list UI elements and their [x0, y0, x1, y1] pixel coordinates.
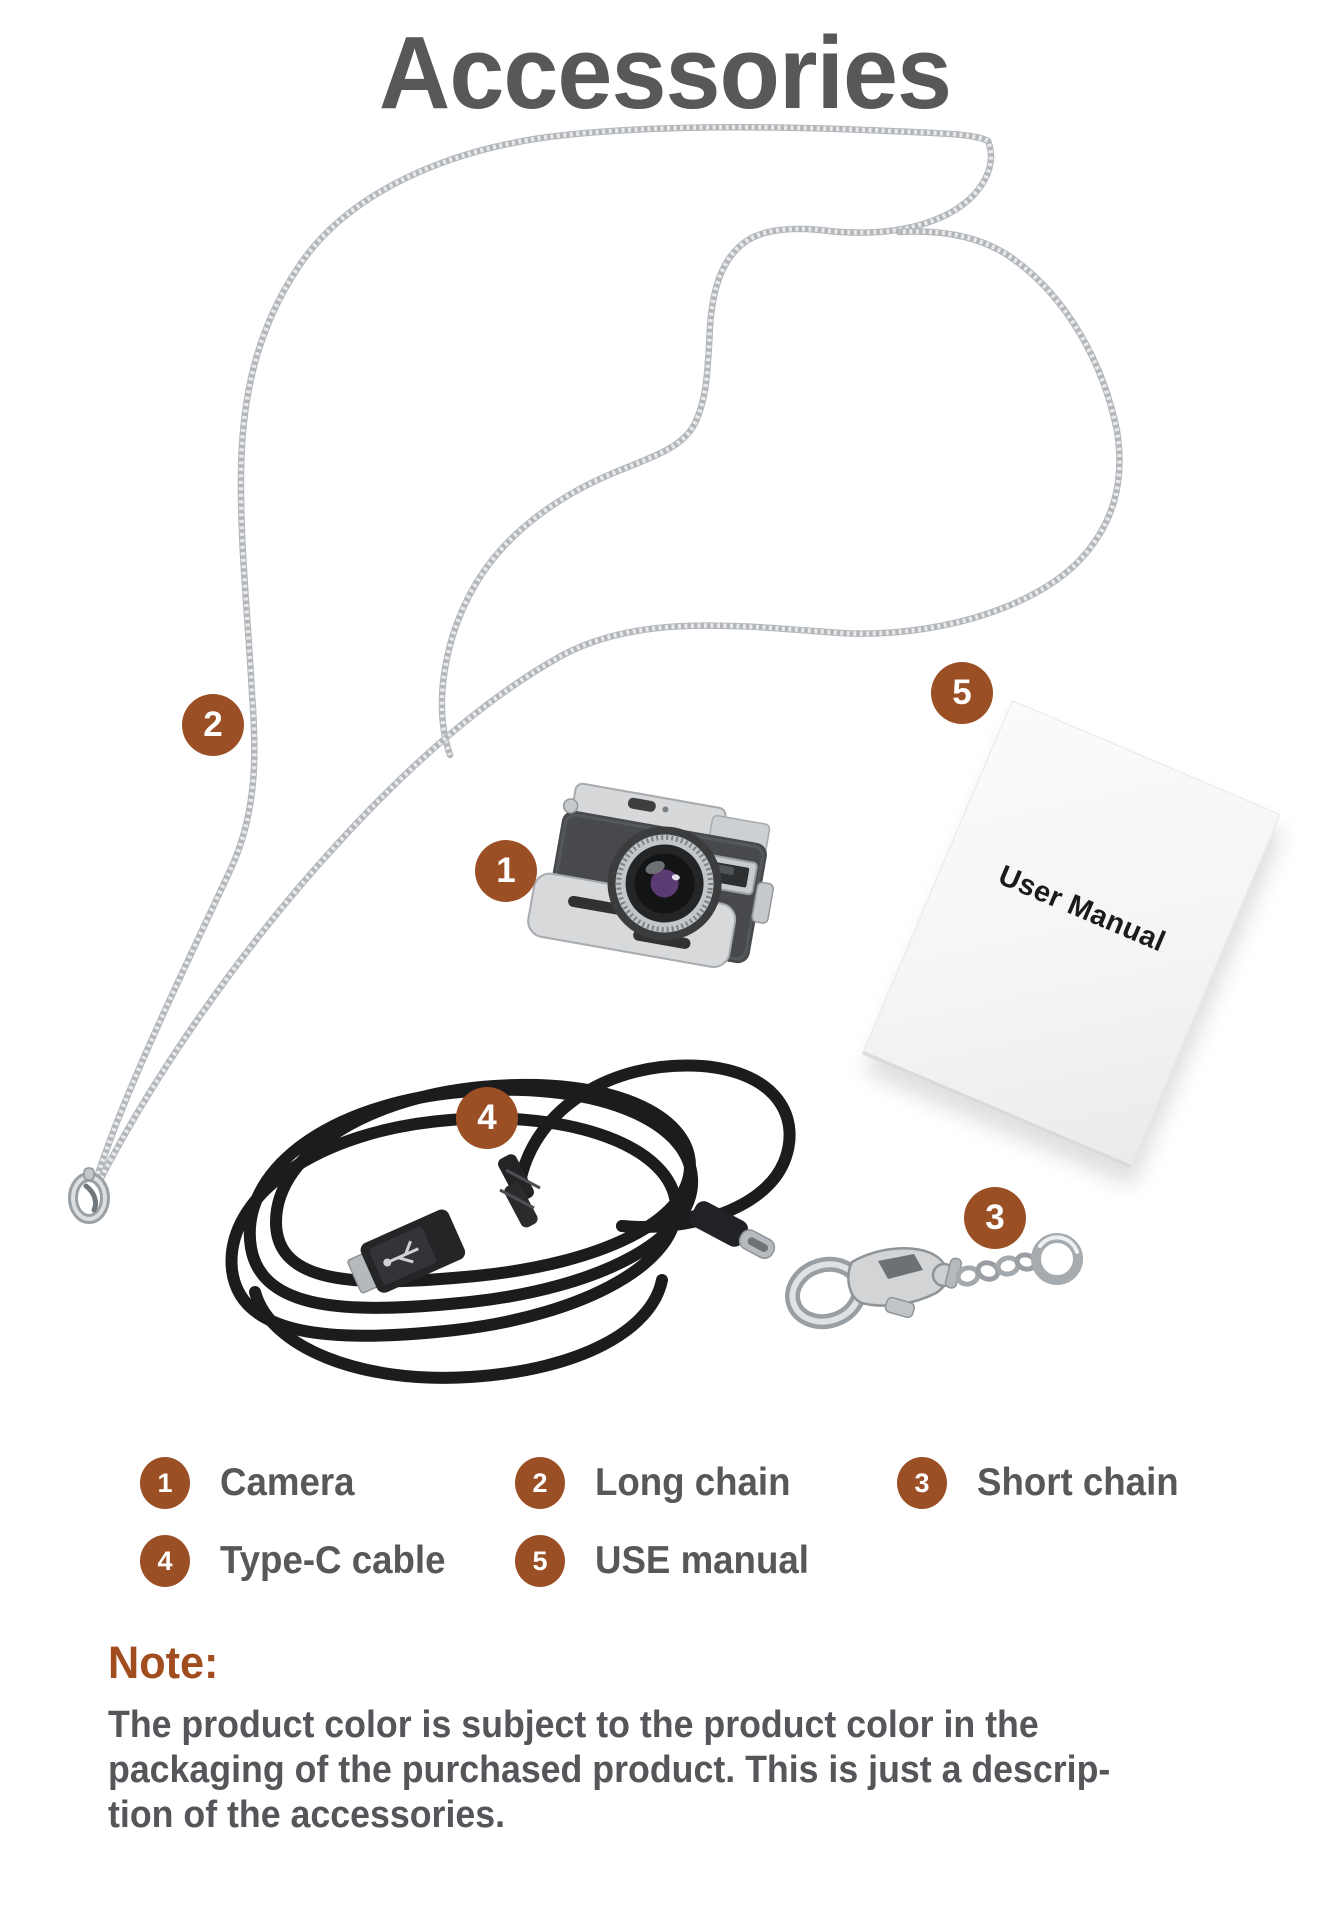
legend-number-badge: 1: [140, 1457, 190, 1509]
note-line: tion of the accessories.: [108, 1794, 506, 1836]
legend-number-badge: 4: [140, 1535, 190, 1587]
necklace-clasp-icon: [68, 1167, 110, 1224]
legend-number-badge: 3: [897, 1457, 947, 1509]
legend-label: Short chain: [977, 1461, 1179, 1504]
legend-number-badge: 2: [515, 1457, 565, 1509]
manual-cover-title: User Manual: [993, 859, 1171, 959]
camera-image: [527, 782, 775, 968]
callout-number: 3: [985, 1198, 1005, 1237]
note-line: packaging of the purchased product. This…: [108, 1749, 1111, 1791]
callout-3-short-chain: 3: [964, 1187, 1026, 1249]
note-heading: Note:: [108, 1637, 219, 1688]
page-title-row: Accessories: [0, 14, 1329, 132]
legend-label: Type-C cable: [220, 1539, 446, 1582]
short-chain-image: [785, 1233, 1083, 1330]
callout-number: 2: [203, 705, 223, 744]
callout-1-camera: 1: [475, 840, 537, 902]
long-chain-image: [68, 123, 1123, 1224]
legend-number-badge: 5: [515, 1535, 565, 1587]
legend-item-long-chain: 2 Long chain: [515, 1457, 803, 1509]
note-body: The product color is subject to the prod…: [108, 1703, 1174, 1838]
legend-item-use-manual: 5 USE manual: [515, 1535, 823, 1587]
legend-label: Long chain: [595, 1461, 791, 1504]
legend-item-short-chain: 3 Short chain: [897, 1457, 1192, 1509]
legend-item-type-c-cable: 4 Type-C cable: [140, 1535, 460, 1587]
legend-item-camera: 1 Camera: [140, 1457, 363, 1509]
callout-5-user-manual: 5: [931, 662, 993, 724]
type-c-connector-icon: [690, 1201, 776, 1260]
usb-a-connector-icon: [347, 1209, 466, 1294]
legend-label: Camera: [220, 1461, 355, 1504]
legend-label: USE manual: [595, 1539, 809, 1582]
callout-4-type-c-cable: 4: [456, 1087, 518, 1149]
cable-tie-icon: [498, 1154, 541, 1228]
page-title: Accessories: [378, 15, 951, 130]
note-line: The product color is subject to the prod…: [108, 1704, 1039, 1746]
callout-number: 5: [952, 673, 972, 712]
callout-number: 1: [496, 851, 516, 890]
callout-number: 4: [477, 1098, 497, 1137]
callout-2-long-chain: 2: [182, 694, 244, 756]
